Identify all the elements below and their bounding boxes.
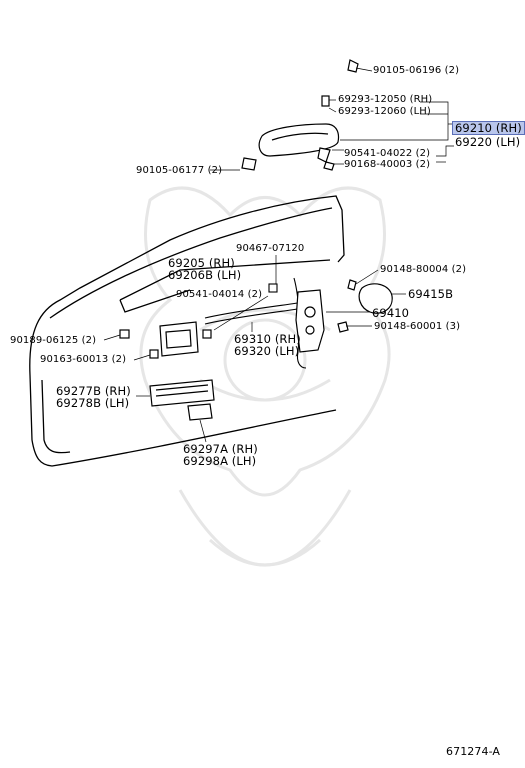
label-90148-80004[interactable]: 90148-80004 (2) [380,264,467,275]
label-69320[interactable]: 69320 (LH) [234,344,300,358]
label-90163-60013[interactable]: 90163-60013 (2) [40,354,127,365]
label-69310[interactable]: 69310 (RH) [234,332,301,346]
leader-lines [103,67,454,443]
label-69277B[interactable]: 69277B (RH) [56,384,131,398]
label-90467-07120[interactable]: 90467-07120 [236,243,305,254]
label-69293-12060[interactable]: 69293-12060 (LH) [338,106,431,117]
label-90105-06196[interactable]: 90105-06196 (2) [373,65,460,76]
door-lock-shape [295,279,393,353]
label-90148-60001[interactable]: 90148-60001 (3) [374,321,461,332]
label-69205[interactable]: 69205 (RH) [168,256,235,270]
label-90189-06125[interactable]: 90189-06125 (2) [10,335,97,346]
label-69278B[interactable]: 69278B (LH) [56,396,130,410]
outside-handle-shape [241,59,359,171]
armrest-trim-shape [149,379,215,421]
label-90541-04014[interactable]: 90541-04014 (2) [176,289,263,300]
label-69410[interactable]: 69410 [372,306,410,320]
label-69220[interactable]: 69220 (LH) [455,135,521,149]
label-69206B[interactable]: 69206B (LH) [168,268,242,282]
label-69298A[interactable]: 69298A (LH) [183,454,257,468]
label-69210-highlighted[interactable]: 69210 (RH) [452,121,525,135]
diagram-code: 671274-A [446,745,501,758]
label-69293-12050[interactable]: 69293-12050 (RH) [338,94,433,105]
door-panel-outline [29,195,345,467]
label-90168-40003[interactable]: 90168-40003 (2) [344,159,431,170]
label-69297A[interactable]: 69297A (RH) [183,442,258,456]
label-90541-04022[interactable]: 90541-04022 (2) [344,148,431,159]
inside-handle-shape [119,321,212,359]
label-90105-06177[interactable]: 90105-06177 (2) [136,165,223,176]
label-69415B[interactable]: 69415B [408,287,454,301]
